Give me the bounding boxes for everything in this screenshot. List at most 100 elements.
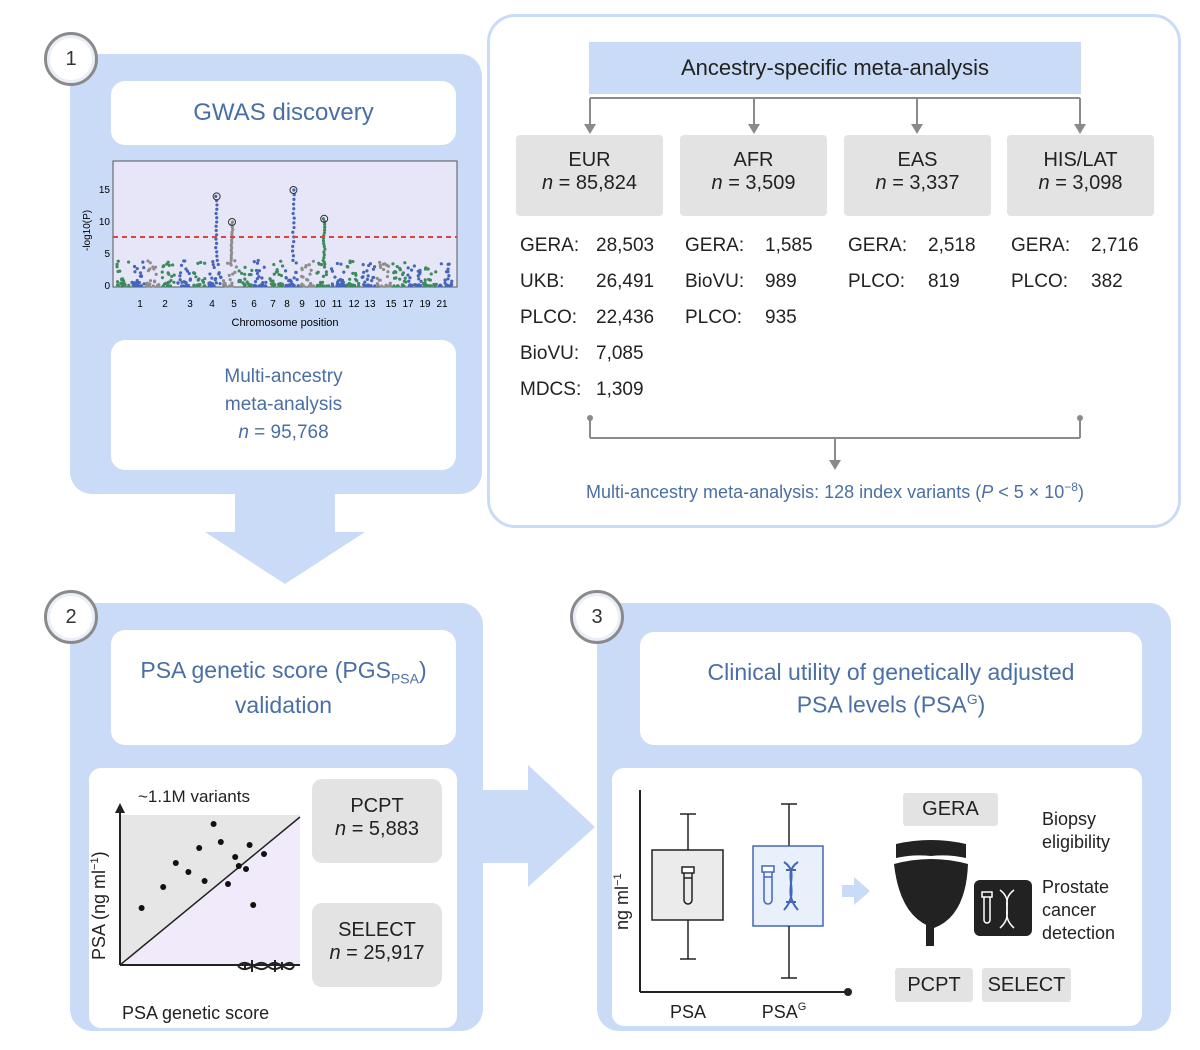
manhattan-point	[446, 270, 450, 274]
manhattan-point	[301, 275, 305, 279]
manhattan-peak-point	[214, 246, 218, 250]
manhattan-peak-point	[323, 247, 327, 251]
manhattan-point	[135, 267, 139, 271]
manhattan-point	[371, 267, 376, 271]
y-tick-5: 5	[104, 249, 110, 260]
manhattan-point	[192, 283, 196, 287]
manhattan-plot-area	[112, 160, 458, 288]
manhattan-point	[197, 277, 201, 281]
manhattan-point	[198, 282, 202, 287]
manhattan-point	[195, 283, 200, 287]
manhattan-point	[152, 267, 156, 271]
manhattan-point	[434, 282, 438, 286]
psa-y-label: PSA (ng ml−1)	[90, 851, 109, 960]
manhattan-point	[447, 274, 451, 278]
group-n-eur: n = 85,824	[541, 172, 638, 194]
manhattan-point	[407, 279, 411, 283]
manhattan-point	[229, 284, 234, 288]
manhattan-point	[434, 270, 438, 274]
manhattan-x-tick: 4	[209, 299, 215, 310]
manhattan-point	[208, 272, 212, 276]
manhattan-point	[351, 259, 355, 264]
psa-boxplot	[651, 813, 724, 960]
manhattan-point	[243, 272, 247, 276]
manhattan-point	[172, 280, 176, 284]
manhattan-point	[294, 261, 298, 265]
manhattan-peak-point	[229, 248, 233, 252]
manhattan-point	[199, 260, 203, 264]
manhattan-point	[444, 283, 448, 287]
manhattan-point	[304, 264, 308, 268]
manhattan-point	[279, 259, 283, 263]
manhattan-point	[263, 284, 268, 288]
manhattan-peak-point	[230, 230, 234, 234]
regression-line	[119, 816, 301, 966]
ng-ml-y-label: ng ml−1	[612, 873, 632, 930]
manhattan-point	[179, 263, 184, 267]
manhattan-x-tick: 10	[314, 299, 326, 310]
cohort-n-select: n = 25,917	[329, 942, 425, 964]
manhattan-x-tick: 8	[284, 299, 290, 310]
manhattan-point	[381, 267, 386, 272]
group-n-afr: n = 3,509	[711, 172, 796, 194]
boxplot-chart: ng ml−1 PSA PSAG	[612, 790, 852, 1022]
manhattan-point	[127, 283, 131, 287]
manhattan-point	[253, 280, 258, 284]
manhattan-point	[219, 275, 223, 279]
manhattan-point	[256, 258, 260, 263]
manhattan-point	[438, 283, 443, 288]
manhattan-point	[250, 268, 254, 272]
manhattan-point	[347, 282, 351, 286]
manhattan-peak-point	[291, 254, 296, 258]
manhattan-point	[116, 280, 120, 284]
manhattan-point	[396, 284, 400, 288]
manhattan-point	[119, 281, 123, 286]
manhattan-point	[403, 261, 407, 265]
manhattan-point	[218, 281, 222, 286]
manhattan-point	[160, 270, 164, 274]
manhattan-point	[170, 274, 174, 279]
manhattan-point	[346, 265, 350, 269]
manhattan-point	[252, 284, 257, 288]
manhattan-peak-point	[322, 242, 326, 246]
manhattan-point	[316, 270, 320, 274]
clinical-title-card: Clinical utility of genetically adjusted…	[640, 632, 1142, 745]
manhattan-point	[115, 265, 119, 269]
dna-icon	[783, 861, 799, 911]
manhattan-peak-point	[215, 254, 219, 258]
manhattan-point	[121, 282, 125, 286]
manhattan-point	[419, 284, 423, 288]
manhattan-point	[426, 267, 430, 271]
gera-box: GERA	[903, 793, 998, 826]
dna-icon	[237, 960, 295, 972]
manhattan-point	[139, 284, 143, 288]
manhattan-point	[167, 272, 171, 276]
manhattan-point	[292, 276, 296, 280]
manhattan-point	[351, 271, 355, 275]
manhattan-peak-point	[215, 207, 219, 211]
manhattan-point	[260, 276, 264, 280]
manhattan-peak-point	[230, 251, 234, 255]
pcpt-box: PCPT	[895, 968, 973, 1002]
multi-ancestry-card: Multi-ancestry meta-analysis n = 95,768	[111, 340, 456, 470]
manhattan-point	[386, 270, 390, 274]
manhattan-point	[165, 284, 170, 288]
cancer-detection-label: Prostate cancer detection	[1042, 877, 1116, 943]
manhattan-peak-point	[323, 225, 327, 229]
manhattan-peak-point	[229, 253, 233, 257]
step-badge-1: 1	[44, 32, 98, 86]
manhattan-point	[424, 266, 428, 270]
manhattan-point	[183, 281, 188, 285]
manhattan-point	[362, 270, 366, 274]
manhattan-point	[416, 269, 420, 273]
group-box-eas: EAS n = 3,337	[844, 135, 991, 216]
manhattan-point	[261, 281, 265, 285]
manhattan-point	[230, 281, 234, 285]
multi-ancestry-line1: Multi-ancestry	[224, 366, 343, 387]
manhattan-point	[138, 271, 143, 275]
manhattan-point	[272, 282, 276, 286]
variants-label: ~1.1M variants	[138, 787, 250, 806]
manhattan-point	[162, 282, 167, 286]
